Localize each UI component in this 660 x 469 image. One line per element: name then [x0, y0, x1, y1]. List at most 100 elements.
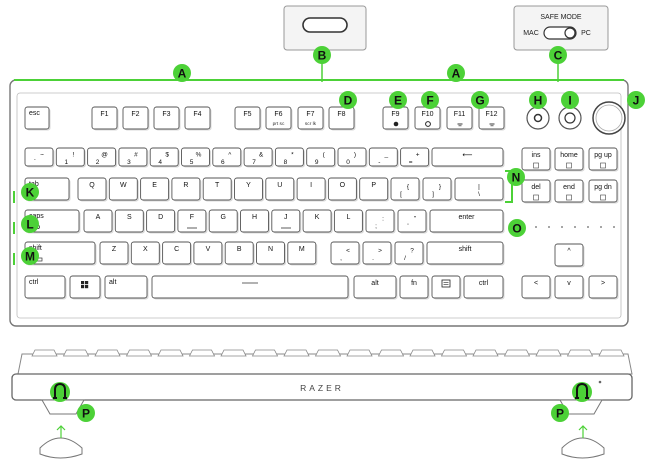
- key-rshift[interactable]: shift: [426, 241, 505, 266]
- key-c[interactable]: C: [162, 241, 193, 266]
- key-y[interactable]: Y: [234, 177, 265, 202]
- key-d-label: D: [158, 214, 163, 221]
- key-f1[interactable]: F1: [91, 106, 119, 131]
- key-bslash-shift-label: |: [478, 184, 480, 191]
- key-f3-label: F3: [162, 111, 170, 118]
- key-rctrl[interactable]: ctrl: [463, 275, 505, 300]
- key-space[interactable]: [151, 275, 350, 300]
- key-win[interactable]: [69, 275, 102, 300]
- key-down[interactable]: v: [554, 275, 585, 300]
- key-up[interactable]: ^: [554, 243, 585, 268]
- key-del[interactable]: del: [521, 179, 552, 204]
- key-rbr[interactable]: }]: [422, 177, 453, 202]
- key-e[interactable]: E: [140, 177, 171, 202]
- key-semi[interactable]: :;: [365, 209, 396, 234]
- brand-logo: RAZER: [300, 383, 344, 393]
- callout-a-badge: A: [447, 64, 465, 82]
- callout-j-label: J: [633, 94, 640, 108]
- key-d[interactable]: D: [146, 209, 177, 234]
- key-x[interactable]: X: [130, 241, 161, 266]
- key-k[interactable]: K: [302, 209, 333, 234]
- key-f11[interactable]: F11: [446, 106, 474, 131]
- key-z[interactable]: Z: [99, 241, 130, 266]
- key-end[interactable]: end: [554, 179, 585, 204]
- key-quote[interactable]: "': [397, 209, 428, 234]
- key-f10[interactable]: F10: [414, 106, 442, 131]
- key-n8[interactable]: *8: [274, 147, 305, 168]
- key-home[interactable]: home: [554, 147, 585, 172]
- key-right[interactable]: >: [588, 275, 619, 300]
- key-n4[interactable]: $4: [149, 147, 180, 168]
- key-pgup[interactable]: pg up: [588, 147, 619, 172]
- callout-d-label: D: [344, 94, 353, 108]
- key-n[interactable]: N: [256, 241, 287, 266]
- key-ralt[interactable]: alt: [353, 275, 398, 300]
- key-fn[interactable]: fn: [399, 275, 430, 300]
- key-f3[interactable]: F3: [153, 106, 181, 131]
- key-f4[interactable]: F4: [184, 106, 212, 131]
- key-slash[interactable]: ?/: [394, 241, 425, 266]
- key-minus[interactable]: _-: [368, 147, 399, 168]
- key-lbr[interactable]: {[: [390, 177, 421, 202]
- key-lctrl[interactable]: ctrl: [24, 275, 67, 300]
- key-w[interactable]: W: [108, 177, 139, 202]
- key-period[interactable]: >.: [362, 241, 393, 266]
- key-n9-label: 9: [315, 159, 319, 166]
- media-button-second[interactable]: [558, 106, 582, 130]
- key-ralt-label: alt: [371, 280, 378, 287]
- key-f12[interactable]: F12: [478, 106, 506, 131]
- key-u[interactable]: U: [265, 177, 296, 202]
- key-f9[interactable]: F9: [382, 106, 410, 131]
- key-o[interactable]: O: [327, 177, 358, 202]
- key-h[interactable]: H: [240, 209, 271, 234]
- key-v-label: V: [206, 246, 211, 253]
- key-b[interactable]: B: [224, 241, 255, 266]
- volume-roller[interactable]: [592, 101, 626, 135]
- callout-d-badge: D: [339, 91, 357, 109]
- detached-foot-right: [561, 437, 605, 459]
- key-lshift[interactable]: shift: [24, 241, 97, 266]
- key-q[interactable]: Q: [77, 177, 108, 202]
- key-n2[interactable]: @2: [87, 147, 118, 168]
- key-j[interactable]: J: [271, 209, 302, 234]
- key-bslash[interactable]: |\: [454, 177, 505, 202]
- key-a[interactable]: A: [83, 209, 114, 234]
- key-backspace[interactable]: ⟵: [431, 147, 505, 168]
- key-pgup-label: pg up: [594, 152, 612, 159]
- key-equal[interactable]: +=: [400, 147, 431, 168]
- key-n6[interactable]: ^6: [212, 147, 243, 168]
- key-left[interactable]: <: [521, 275, 552, 300]
- callout-l-badge: L: [21, 215, 39, 233]
- key-f[interactable]: F: [177, 209, 208, 234]
- key-tilde[interactable]: ~`: [24, 147, 55, 168]
- key-g[interactable]: G: [208, 209, 239, 234]
- key-f2[interactable]: F2: [122, 106, 150, 131]
- key-ins[interactable]: ins: [521, 147, 552, 172]
- key-comma[interactable]: <,: [330, 241, 361, 266]
- key-t[interactable]: T: [202, 177, 233, 202]
- key-n0[interactable]: )0: [337, 147, 368, 168]
- key-l[interactable]: L: [333, 209, 364, 234]
- key-i[interactable]: I: [296, 177, 327, 202]
- key-lctrl-label: ctrl: [29, 279, 39, 286]
- key-menu[interactable]: [431, 275, 462, 300]
- key-m[interactable]: M: [287, 241, 318, 266]
- key-n3[interactable]: #3: [118, 147, 149, 168]
- key-f8[interactable]: F8: [328, 106, 356, 131]
- key-s[interactable]: S: [114, 209, 145, 234]
- key-n1[interactable]: !1: [55, 147, 86, 168]
- key-p[interactable]: P: [359, 177, 390, 202]
- key-enter[interactable]: enter: [429, 209, 505, 234]
- key-n9[interactable]: (9: [306, 147, 337, 168]
- key-f5[interactable]: F5: [234, 106, 262, 131]
- key-n7[interactable]: &7: [243, 147, 274, 168]
- key-lalt[interactable]: alt: [104, 275, 149, 300]
- key-pgdn[interactable]: pg dn: [588, 179, 619, 204]
- key-esc[interactable]: esc: [24, 106, 51, 131]
- key-n5[interactable]: %5: [181, 147, 212, 168]
- key-v[interactable]: V: [193, 241, 224, 266]
- key-r[interactable]: R: [171, 177, 202, 202]
- media-button-play[interactable]: [526, 106, 550, 130]
